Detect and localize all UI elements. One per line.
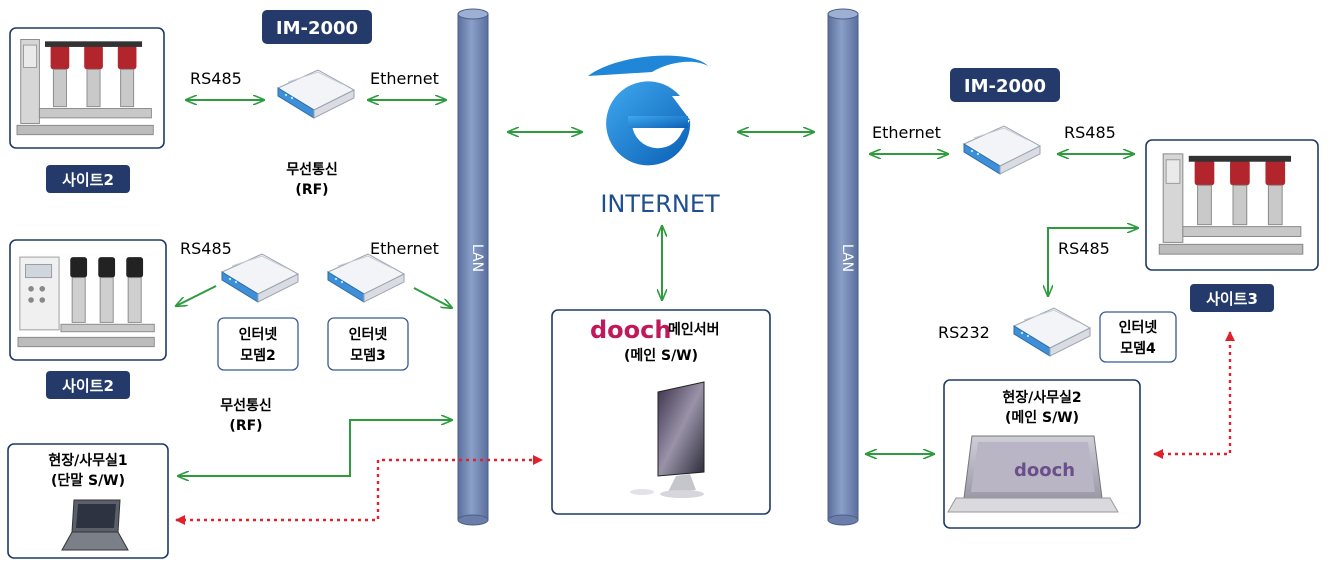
site2-bottom-label: 사이트2	[62, 377, 114, 395]
modem4-line2: 모뎀4	[1120, 340, 1156, 357]
laptop-icon	[947, 435, 1119, 513]
site3-badge	[1190, 284, 1274, 312]
modem3-label-box	[327, 317, 409, 371]
rs485-top-left: RS485	[190, 69, 242, 88]
rs485-mid-left: RS485	[180, 239, 232, 258]
modem2-line2: 모뎀2	[240, 347, 276, 364]
arrow-site3-modem4	[1048, 228, 1138, 296]
lan-label-left: LAN	[469, 244, 485, 272]
site2-bottom-badge	[46, 371, 130, 399]
site2-top-badge	[46, 165, 130, 193]
desktop-monitor-icon	[630, 381, 705, 498]
main-server-subtitle: (메인 S/W)	[624, 347, 698, 364]
lan-label-right: LAN	[839, 244, 855, 272]
im2000-left-badge	[262, 10, 372, 44]
laptop-icon	[61, 499, 129, 551]
im2000-left-label: IM-2000	[276, 18, 358, 39]
main-server-brand: dooch	[590, 316, 671, 344]
modem3-line2: 모뎀3	[350, 347, 386, 364]
modem4-icon	[1013, 307, 1091, 357]
ethernet-top-left: Ethernet	[370, 69, 439, 88]
office2-screen-brand: dooch	[1014, 460, 1075, 481]
arrow-modem2-to-site2	[176, 285, 217, 306]
office2-line2: (메인 S/W)	[1005, 409, 1079, 426]
internet-explorer-icon	[588, 55, 708, 166]
im2000-right-modem-icon	[963, 125, 1041, 175]
arrow-modem3-to-lan	[413, 287, 452, 308]
wireless-top-line1: 무선통신	[286, 162, 338, 178]
rs485-right-mid: RS485	[1058, 239, 1110, 258]
wireless-bottom-line1: 무선통신	[220, 398, 272, 414]
rs232-right: RS232	[938, 323, 990, 342]
internet-label: INTERNET	[600, 190, 720, 218]
modem3-line1: 인터넷	[349, 326, 388, 343]
rs485-right-top: RS485	[1064, 123, 1116, 142]
site2-top-label: 사이트2	[62, 171, 114, 189]
lan-pipe-left: LAN	[457, 8, 489, 526]
modem2-icon	[221, 253, 299, 303]
im2000-modem-icon	[277, 69, 355, 119]
modem4-line1: 인터넷	[1119, 319, 1158, 336]
office1-line1: 현장/사무실1	[48, 452, 127, 469]
wireless-top-line2: (RF)	[295, 182, 328, 198]
main-server-title: 메인서버	[668, 321, 720, 338]
modem3-icon	[327, 253, 405, 303]
im2000-right-label: IM-2000	[964, 76, 1046, 97]
site3-label: 사이트3	[1206, 290, 1258, 308]
lan-pipe-right: LAN	[827, 8, 859, 526]
ethernet-right: Ethernet	[872, 123, 941, 142]
office1-line2: (단말 S/W)	[51, 472, 125, 489]
modem2-label-box	[217, 317, 299, 371]
modem2-line1: 인터넷	[239, 326, 278, 343]
ethernet-mid-left: Ethernet	[370, 239, 439, 258]
arrow-office1-server	[175, 455, 543, 525]
arrow-office1-lan	[178, 420, 452, 476]
wireless-bottom-line2: (RF)	[229, 418, 262, 434]
office2-line1: 현장/사무실2	[1002, 389, 1081, 406]
im2000-right-badge	[950, 68, 1060, 102]
